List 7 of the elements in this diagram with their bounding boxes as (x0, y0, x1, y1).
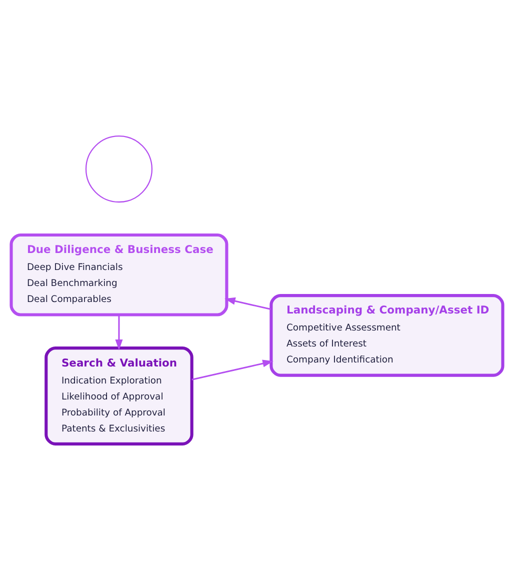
node-box: Due Diligence & Business Case Deep Dive Financials Deal Benchmarking Deal Comparables (10, 233, 228, 316)
arrow (192, 360, 274, 380)
arrow (224, 297, 272, 310)
arrow (115, 314, 123, 350)
node-box: Search & Valuation Indication Exploration Likelihood of Approval Probability of Approval Patents & Exclusivities (44, 346, 194, 446)
node-box: Landscaping & Company/Asset ID Competitive Assessment Assets of Interest Company Identification (270, 294, 504, 377)
node-circle (85, 136, 153, 203)
